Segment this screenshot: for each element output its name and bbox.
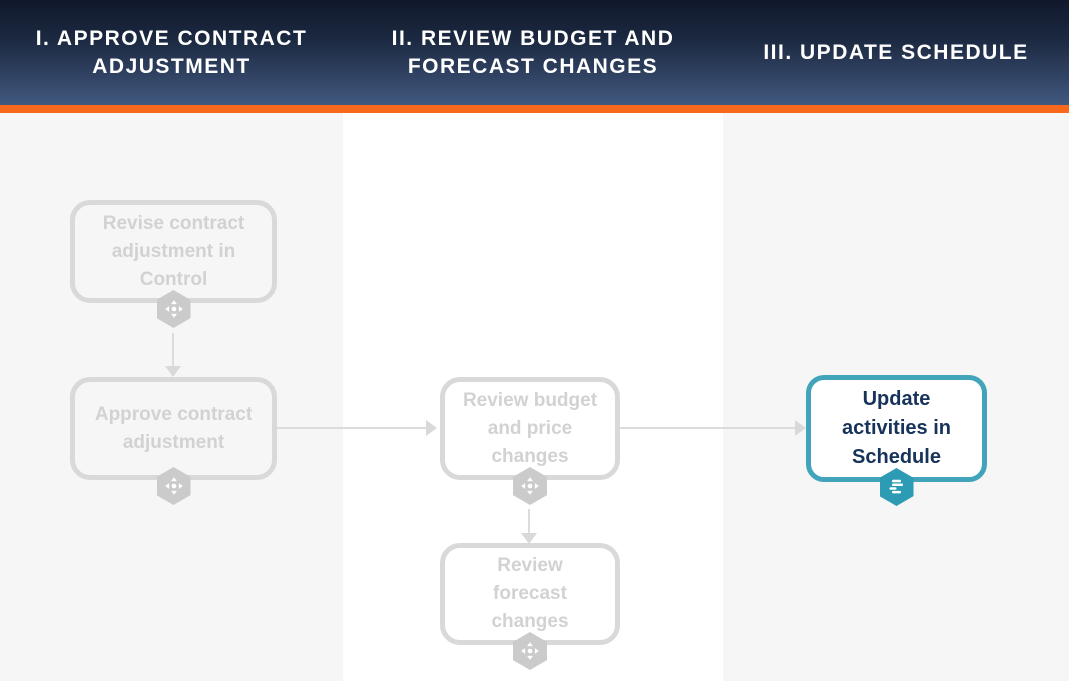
phase-header-update-schedule: III. UPDATE SCHEDULE (723, 0, 1069, 105)
node-label: Review forecast changes (491, 555, 569, 632)
phase-title: I. APPROVE CONTRACT ADJUSTMENT (35, 26, 308, 78)
accent-divider (0, 105, 1069, 113)
node-revise-contract-adjustment[interactable]: Revise contract adjustment in Control (70, 200, 277, 328)
node-label: Update activities in Schedule (842, 388, 951, 468)
node-label: Revise contract adjustment in Control (102, 212, 245, 290)
phase-header-bar: I. APPROVE CONTRACT ADJUSTMENT II. REVIE… (0, 0, 1069, 105)
node-review-forecast-changes[interactable]: Review forecast changes (440, 543, 620, 670)
connector-arrowhead-down (521, 533, 537, 544)
connector-line (277, 427, 427, 429)
column-band-1 (0, 113, 343, 681)
node-review-budget-price-changes[interactable]: Review budget and price changes (440, 377, 620, 505)
process-diagram-canvas: Revise contract adjustment in Control Ap… (0, 113, 1069, 681)
phase-title: II. REVIEW BUDGET AND FORECAST CHANGES (391, 26, 675, 78)
phase-header-review-budget: II. REVIEW BUDGET AND FORECAST CHANGES (343, 0, 723, 105)
phase-header-approve-contract: I. APPROVE CONTRACT ADJUSTMENT (0, 0, 343, 105)
connector-line (528, 509, 530, 534)
phase-title: III. UPDATE SCHEDULE (763, 40, 1029, 64)
connector-line (172, 333, 174, 367)
node-update-activities-schedule[interactable]: Update activities in Schedule (806, 375, 987, 506)
node-label: Review budget and price changes (462, 389, 598, 467)
connector-arrowhead-right (795, 420, 806, 436)
column-band-2 (343, 113, 723, 681)
connector-arrowhead-down (165, 366, 181, 377)
node-approve-contract-adjustment[interactable]: Approve contract adjustment (70, 377, 277, 505)
connector-arrowhead-right (426, 420, 437, 436)
node-label: Approve contract adjustment (94, 403, 253, 453)
connector-line (620, 427, 796, 429)
